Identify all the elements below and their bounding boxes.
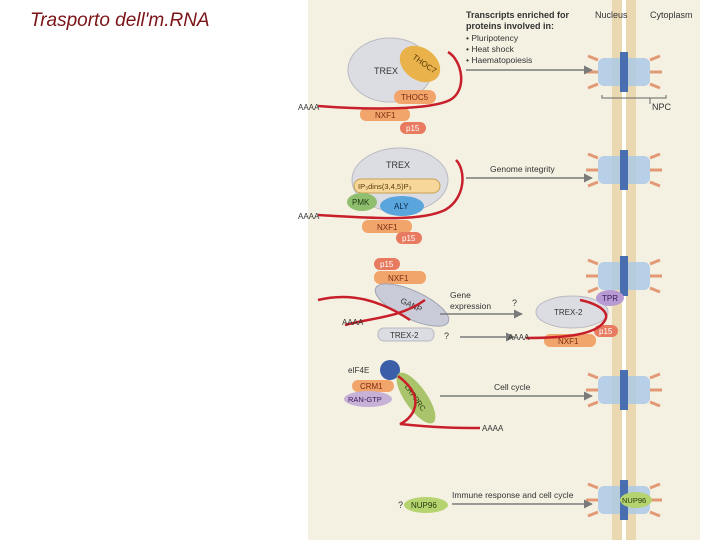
header-nucleus: Nucleus xyxy=(595,10,628,20)
p15-label: p15 xyxy=(599,327,613,336)
mrna-strand xyxy=(317,159,464,220)
nxf1-label: NXF1 xyxy=(377,223,398,232)
p15-protein xyxy=(400,122,426,134)
mrna-strand xyxy=(317,50,463,110)
p15-label: p15 xyxy=(406,124,420,133)
unknown-mark: ? xyxy=(512,298,517,308)
nxf1-protein xyxy=(360,108,410,121)
rangtp-label: RAN-GTP xyxy=(348,395,382,404)
p15-label: p15 xyxy=(380,260,394,269)
nxf1-label: NXF1 xyxy=(388,274,409,283)
p15-protein xyxy=(594,325,618,337)
eif4e-protein xyxy=(380,360,400,380)
npc-pore xyxy=(586,256,662,296)
header-bullet-1: • Pluripotency xyxy=(466,33,519,43)
nxf1-protein xyxy=(362,220,412,233)
aly-protein xyxy=(380,196,424,216)
header-bullet-2: • Heat shock xyxy=(466,44,515,54)
thoc5-label: THOC5 xyxy=(401,93,429,102)
p15-label: p15 xyxy=(402,234,416,243)
eif4e-label: eIF4E xyxy=(348,366,369,375)
rangtp-protein xyxy=(344,391,392,407)
pmk-label: PMK xyxy=(352,198,370,207)
header-proteins: proteins involved in: xyxy=(466,21,554,31)
p15-protein xyxy=(396,232,422,244)
ip-label: IP₃dins(3,4,5)P₃ xyxy=(358,182,412,191)
header-bullet-3: • Haematopoiesis xyxy=(466,55,532,65)
polya-tail: AAAA xyxy=(342,318,364,327)
nup96-protein xyxy=(404,497,448,513)
crm1-label: CRM1 xyxy=(360,382,383,391)
pathway-2: TREX IP₃dins(3,4,5)P₃ PMK ALY NXF1 p15 A… xyxy=(298,147,593,244)
polya-tail: AAAA xyxy=(298,103,320,112)
p15-protein xyxy=(374,258,400,270)
pathway-5: ? NUP96 Immune response and cell cycle N… xyxy=(398,490,652,513)
polya-tail: AAAA xyxy=(482,424,504,433)
nxf1-label: NXF1 xyxy=(558,337,579,346)
thoc5-protein xyxy=(394,90,436,104)
header-transcripts: Transcripts enriched for xyxy=(466,10,570,20)
trex-label: TREX xyxy=(374,66,398,76)
trex-label: TREX xyxy=(386,160,410,170)
unknown-mark: ? xyxy=(398,500,403,510)
header-npc: NPC xyxy=(652,102,672,112)
trex2-label: TREX-2 xyxy=(390,331,419,340)
mrna-export-diagram: Transcripts enriched for proteins involv… xyxy=(298,0,700,540)
unknown-mark: ? xyxy=(444,331,449,341)
nup96-label: NUP96 xyxy=(411,501,437,510)
slide-title: Trasporto dell'm.RNA xyxy=(30,10,210,31)
pathway-label: Immune response and cell cycle xyxy=(452,490,574,500)
crm1-protein xyxy=(352,380,394,392)
pathway-4: eIF4E CRM1 RAN-GTP LRPPRC AAAA Cell cycl… xyxy=(344,360,593,433)
pathway-label-gene: Gene xyxy=(450,290,471,300)
npc-pore xyxy=(586,370,662,410)
npc-pore xyxy=(586,150,662,190)
pmk-protein xyxy=(347,193,377,211)
polya-tail: AAAA xyxy=(298,212,320,221)
tpr-label: TPR xyxy=(602,294,618,303)
nxf1-label: NXF1 xyxy=(375,111,396,120)
pathway-label: Cell cycle xyxy=(494,382,531,392)
nxf1-protein xyxy=(374,271,426,284)
tpr-protein xyxy=(596,290,624,306)
pathway-1: TREX THOC7 THOC5 NXF1 p15 AAAA xyxy=(298,37,593,134)
polya-tail: AAAA xyxy=(508,333,530,342)
mrna-strand xyxy=(317,295,426,327)
pathway-label-expression: expression xyxy=(450,301,491,311)
trex2-label: TREX-2 xyxy=(554,308,583,317)
trex2-protein xyxy=(377,327,435,342)
header-cytoplasm: Cytoplasm xyxy=(650,10,693,20)
pathway-3: p15 NXF1 GANP TREX-2 ? AAAA Gene express… xyxy=(317,258,624,347)
pathway-label: Genome integrity xyxy=(490,164,555,174)
aly-label: ALY xyxy=(394,202,409,211)
ip-protein xyxy=(353,178,441,194)
mrna-strand xyxy=(525,298,608,340)
nup96-protein xyxy=(620,492,652,508)
mrna-strand xyxy=(397,375,481,430)
thoc7-protein xyxy=(399,45,441,83)
nup96-label: NUP96 xyxy=(622,496,646,505)
